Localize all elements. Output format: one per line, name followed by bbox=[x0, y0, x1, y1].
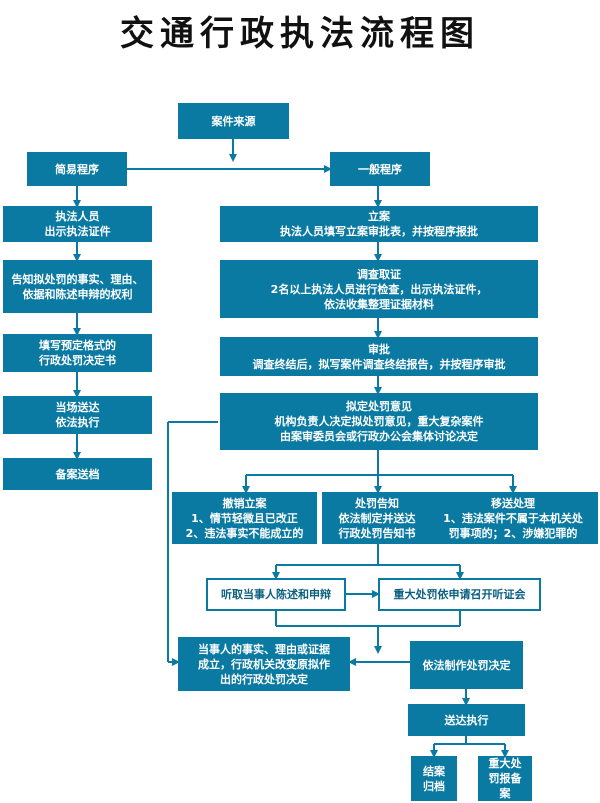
node-file-case: 立案 执法人员填写立案审批表，并按程序报批 bbox=[220, 206, 538, 242]
node-text: 当场送达 bbox=[55, 401, 100, 414]
node-text: 告知拟处罚的事实、理由、 bbox=[11, 272, 144, 286]
node-simple-procedure: 简易程序 bbox=[27, 152, 127, 186]
node-hearing-meeting: 重大处罚依申请召开听证会 bbox=[378, 578, 541, 611]
node-text: 案件来源 bbox=[211, 114, 256, 128]
node-penalty-notice: 处罚告知 依法制定并送达 行政处罚告知书 bbox=[322, 492, 432, 544]
node-text: 依法制定并送达 bbox=[338, 511, 416, 525]
node-text: 2、违法事实不能成立的 bbox=[185, 526, 304, 540]
node-text: 出的行政处罚决定 bbox=[220, 672, 308, 686]
node-make-decision: 依法制作处罚决定 bbox=[410, 641, 523, 689]
node-text: 调查终结后，拟写案件调查终结报告，并按程序审批 bbox=[252, 357, 506, 371]
node-text: 执法人员填写立案审批表，并按程序报批 bbox=[280, 225, 478, 238]
node-text: 一般程序 bbox=[358, 162, 402, 176]
node-text: 重大处 bbox=[488, 757, 522, 770]
page-title: 交通行政执法流程图 bbox=[120, 14, 480, 54]
node-case-source: 案件来源 bbox=[178, 103, 289, 139]
node-text: 罚事项的；2、涉嫌犯罪的 bbox=[448, 526, 578, 540]
node-text: 行政处罚告知书 bbox=[338, 526, 416, 540]
node-revoke-case: 撤销立案 1、情节轻微且已改正 2、违法事实不能成立的 bbox=[172, 492, 317, 544]
node-report-major: 重大处 罚报备 案 bbox=[478, 756, 532, 801]
node-text: 简易程序 bbox=[55, 162, 99, 176]
node-text: 依法执行 bbox=[55, 416, 100, 429]
node-text: 执法人员 bbox=[55, 210, 100, 223]
node-text: 依据和陈述申辩的权利 bbox=[22, 287, 133, 301]
node-fill-decision: 填写预定格式的 行政处罚决定书 bbox=[3, 334, 152, 372]
node-archive-simple: 备案送档 bbox=[3, 458, 152, 490]
node-close-archive: 结案 归档 bbox=[411, 756, 457, 801]
node-text: 行政处罚决定书 bbox=[39, 354, 116, 367]
node-deliver-onsite: 当场送达 依法执行 bbox=[3, 396, 152, 434]
node-transfer: 移送处理 1、违法案件不属于本机关处 罚事项的；2、涉嫌犯罪的 bbox=[428, 492, 598, 544]
node-deliver-execute: 送达执行 bbox=[408, 704, 525, 736]
node-text: 案 bbox=[499, 787, 511, 800]
node-text: 重大处罚依申请召开听证会 bbox=[393, 588, 526, 601]
node-investigate: 调查取证 2名以上执法人员进行检查，出示执法证件， 依法收集整理证据材料 bbox=[220, 260, 538, 318]
node-approve: 审批 调查终结后，拟写案件调查终结报告，并按程序审批 bbox=[220, 337, 538, 376]
node-text: 听取当事人陈述和申辩 bbox=[221, 588, 331, 601]
node-hear-statement: 听取当事人陈述和申辩 bbox=[206, 578, 346, 611]
node-text: 1、情节轻微且已改正 bbox=[191, 511, 298, 525]
node-show-certificate: 执法人员 出示执法证件 bbox=[3, 206, 152, 242]
node-change-decision: 当事人的事实、理由或证据 成立，行政机关改变原拟作 出的行政处罚决定 bbox=[178, 637, 350, 691]
node-text: 依法收集整理证据材料 bbox=[324, 297, 434, 311]
node-text: 送达执行 bbox=[444, 713, 489, 727]
node-text: 依法制作处罚决定 bbox=[422, 658, 511, 672]
node-text: 审批 bbox=[368, 342, 390, 356]
node-general-procedure: 一般程序 bbox=[330, 152, 430, 186]
node-text: 调查取证 bbox=[357, 267, 401, 281]
node-text: 1、违法案件不属于本机关处 bbox=[443, 511, 583, 525]
node-text: 由案审委员会或行政办公会集体讨论决定 bbox=[280, 430, 478, 443]
node-text: 拟定处罚意见 bbox=[346, 400, 412, 413]
node-text: 处罚告知 bbox=[355, 496, 399, 510]
node-draft-opinion: 拟定处罚意见 机构负责人决定拟处罚意见，重大复杂案件 由案审委员会或行政办公会集… bbox=[220, 393, 538, 450]
node-text: 罚报备 bbox=[488, 772, 522, 785]
node-inform-rights: 告知拟处罚的事实、理由、 依据和陈述申辩的权利 bbox=[3, 260, 152, 313]
node-text: 结案 bbox=[423, 764, 445, 778]
node-text: 备案送档 bbox=[55, 467, 100, 481]
node-text: 撤销立案 bbox=[222, 496, 267, 510]
node-text: 出示执法证件 bbox=[44, 225, 111, 238]
node-text: 填写预定格式的 bbox=[39, 339, 116, 352]
node-text: 成立，行政机关改变原拟作 bbox=[198, 657, 330, 671]
node-text: 立案 bbox=[368, 210, 390, 223]
node-text: 当事人的事实、理由或证据 bbox=[198, 642, 330, 656]
node-text: 2名以上执法人员进行检查，出示执法证件， bbox=[270, 282, 488, 296]
node-text: 机构负责人决定拟处罚意见，重大复杂案件 bbox=[274, 415, 484, 428]
node-text: 移送处理 bbox=[491, 496, 535, 510]
node-text: 归档 bbox=[423, 779, 445, 793]
